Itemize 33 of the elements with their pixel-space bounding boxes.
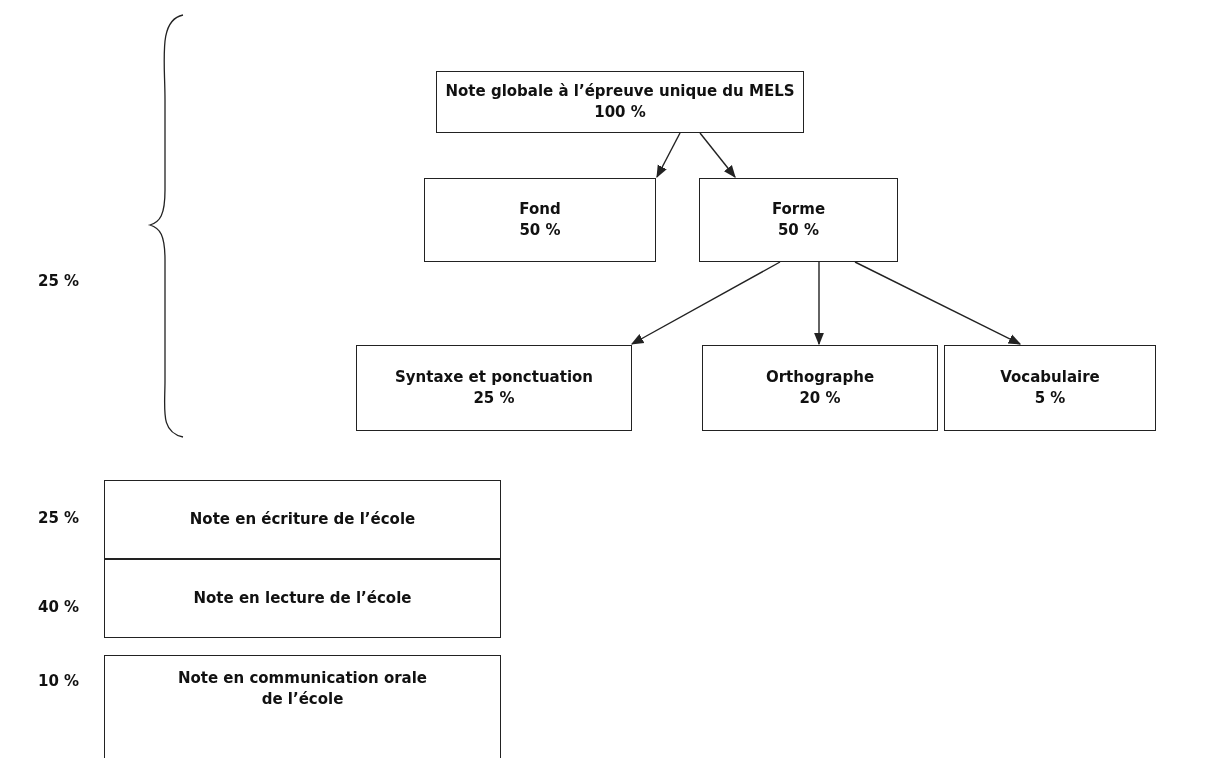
node-title: Vocabulaire [1000, 367, 1100, 388]
process-box [356, 345, 632, 431]
process-box [104, 559, 501, 638]
node-value: 25 % [473, 388, 515, 409]
arrow [699, 132, 736, 178]
percentage-label: 40 % [38, 598, 80, 616]
node-value: 100 % [594, 102, 646, 123]
node-title: Note en communication orale de l’école [176, 668, 429, 710]
process-box [702, 345, 938, 431]
node-value: 5 % [1034, 388, 1066, 409]
node-value: 50 % [777, 220, 820, 241]
percentage-label: 25 % [38, 272, 80, 290]
process-box [104, 480, 501, 559]
node-title: Forme [771, 199, 826, 220]
percentage-label: 10 % [38, 672, 80, 690]
node-title: Fond [519, 199, 561, 220]
arrow [813, 261, 825, 346]
process-box [699, 178, 898, 262]
node-value: 50 % [519, 220, 561, 241]
arrow [854, 261, 1022, 345]
process-box [424, 178, 656, 262]
node-title: Note en lecture de l’école [193, 588, 412, 609]
process-box [944, 345, 1156, 431]
node-value: 20 % [799, 388, 841, 409]
node-title: Syntaxe et ponctuation [394, 367, 594, 388]
node-title: Note en écriture de l’école [189, 509, 416, 530]
node-title: Note globale à l’épreuve unique du MELS [445, 81, 795, 102]
percentage-label: 25 % [38, 509, 80, 527]
node-title: Orthographe [765, 367, 875, 388]
arrow [656, 132, 681, 179]
process-box [436, 71, 804, 133]
arrow [630, 261, 781, 345]
process-box [104, 655, 501, 758]
